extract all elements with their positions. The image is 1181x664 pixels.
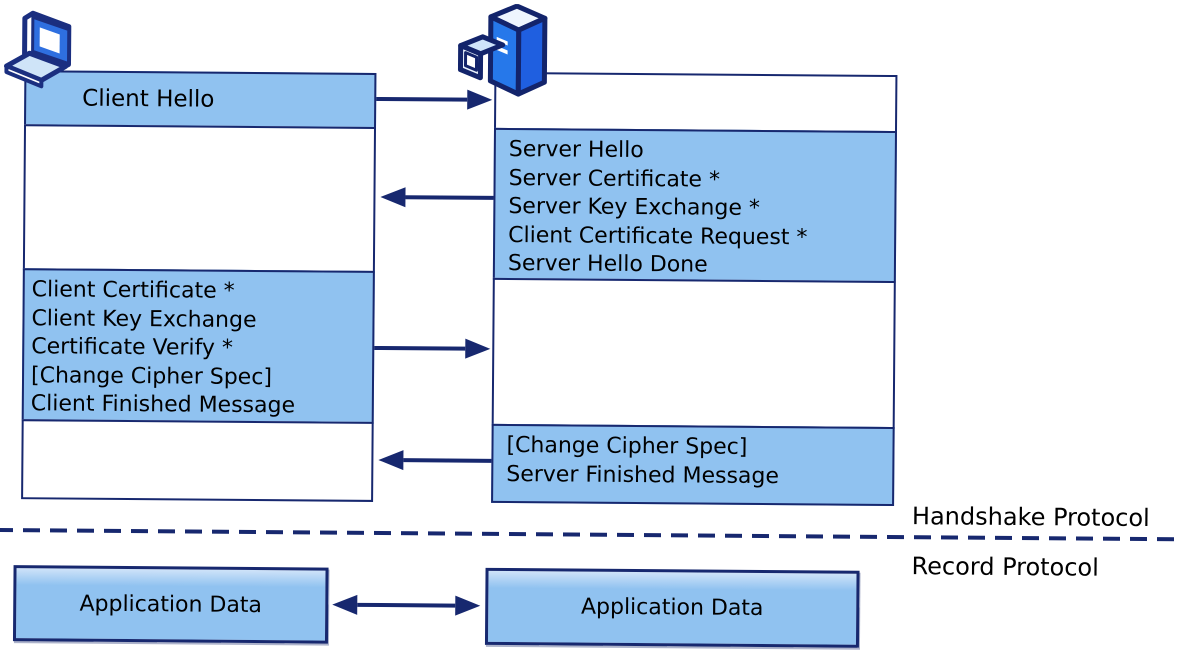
application-data-label: Application Data [79,591,263,618]
arrow-client-flight [374,338,491,359]
message-line: Server Hello [508,137,644,164]
server-icon [457,3,548,97]
message-line: [Change Cipher Spec] [506,432,748,460]
arrow-server-flight [380,186,494,208]
message-line: Server Finished Message [506,461,780,489]
handshake-protocol-label: Handshake Protocol [911,502,1150,533]
server-flight-box: Server Hello Server Certificate * Server… [492,127,897,284]
arrow-left-icon [380,186,406,208]
message-line: Client Key Exchange [31,305,257,333]
server-finish-box: [Change Cipher Spec] Server Finished Mes… [491,423,895,507]
arrow-right-icon [455,595,481,616]
message-line: Certificate Verify * [31,334,234,362]
record-protocol-label: Record Protocol [911,552,1099,582]
message-line: Server Certificate * [508,165,721,193]
message-line: Client Certificate Request * [508,222,808,251]
arrow-server-finish [378,449,492,471]
client-empty-box-1 [22,124,377,273]
laptop-icon [3,10,72,89]
arrow-shaft [405,195,494,200]
message-line: Client Finished Message [30,391,296,419]
client-hello-label: Client Hello [82,85,215,113]
server-application-data-box: Application Data [484,567,860,648]
application-data-label: Application Data [580,594,764,622]
arrow-application-data [332,594,481,616]
arrow-right-icon [465,338,491,359]
client-application-data-box: Application Data [12,565,329,644]
client-empty-box-2 [21,419,374,502]
arrow-shaft [357,602,456,608]
message-line: Server Key Exchange * [508,194,760,222]
message-line: [Change Cipher Spec] [30,363,273,390]
arrow-shaft [374,345,466,351]
message-line: Client Certificate * [31,277,235,304]
client-flight-box: Client Certificate * Client Key Exchange… [21,268,375,424]
arrow-left-icon [332,594,358,615]
arrow-left-icon [378,449,404,471]
server-empty-box-2 [491,277,896,430]
arrow-shaft [403,458,492,463]
message-line: Server Hello Done [507,251,708,278]
